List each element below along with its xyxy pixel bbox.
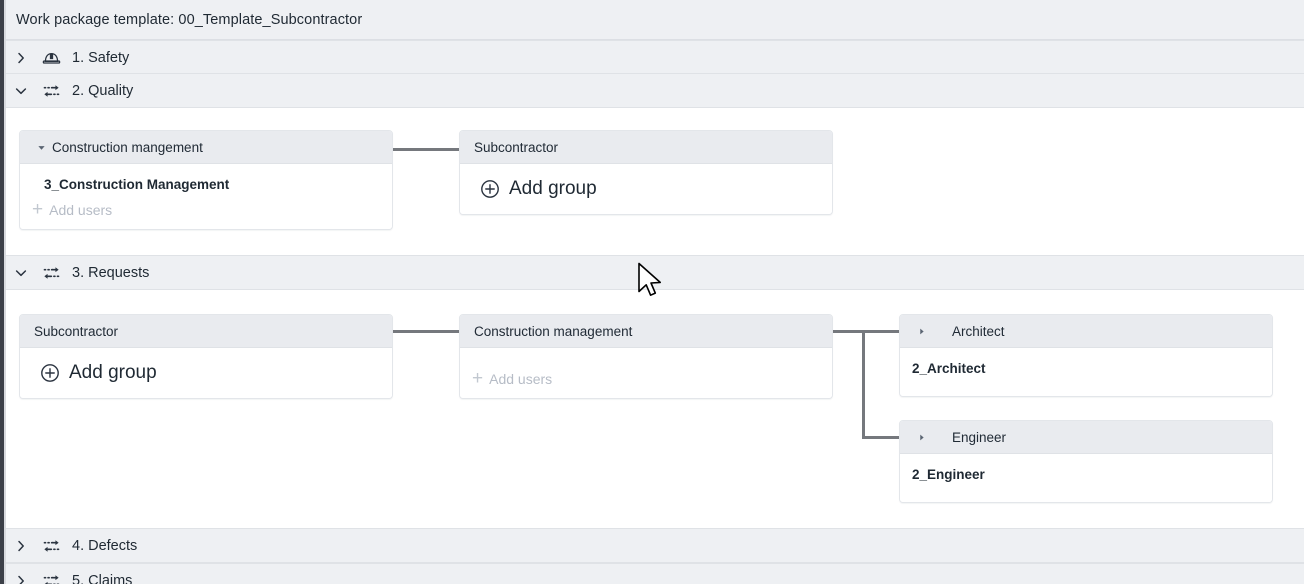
plus-icon: +	[472, 368, 484, 389]
card-title: Subcontractor	[34, 323, 119, 339]
card-body: 3_Construction Management + Add users	[20, 164, 392, 229]
section-header-safety[interactable]: 1. Safety	[6, 40, 1304, 75]
exchange-arrows-icon	[36, 255, 66, 290]
triangle-right-icon[interactable]	[910, 433, 932, 442]
card-title: Subcontractor	[474, 139, 559, 155]
section-header-defects[interactable]: 4. Defects	[6, 528, 1304, 563]
quality-flow-canvas: Construction mangement 3_Construction Ma…	[6, 108, 1304, 255]
add-group-label: Add group	[69, 362, 157, 383]
card-body: + Add users	[460, 348, 832, 398]
circle-plus-icon	[480, 179, 500, 199]
chevron-right-icon[interactable]	[6, 40, 36, 75]
card-construction-mangement-quality[interactable]: Construction mangement 3_Construction Ma…	[19, 130, 393, 230]
card-subcontractor-quality[interactable]: Subcontractor Add group	[459, 130, 833, 215]
card-title: Construction management	[474, 323, 633, 339]
card-title: Architect	[952, 323, 1005, 339]
card-body: 2_Engineer	[900, 454, 1272, 502]
card-header[interactable]: Subcontractor	[460, 131, 832, 164]
hard-hat-icon	[36, 40, 66, 75]
card-title: Construction mangement	[52, 139, 203, 155]
requests-flow-canvas: Subcontractor Add group Construction man…	[6, 290, 1304, 528]
left-edge-rail	[0, 0, 4, 584]
add-users-button[interactable]: + Add users	[20, 198, 392, 229]
exchange-arrows-icon	[36, 528, 66, 563]
plus-icon: +	[32, 199, 44, 220]
card-body: Add group	[460, 164, 832, 214]
member-name: 2_Engineer	[912, 467, 985, 482]
window-title-bar: Work package template: 00_Template_Subco…	[6, 0, 1304, 40]
card-body: Add group	[20, 348, 392, 398]
triangle-right-icon[interactable]	[910, 327, 932, 336]
connector-requests-sub-to-cm	[387, 330, 459, 333]
card-header[interactable]: Subcontractor	[20, 315, 392, 348]
chevron-right-icon[interactable]	[6, 528, 36, 563]
member-name: 2_Architect	[912, 361, 986, 376]
connector-requests-branch-to-engineer	[862, 436, 902, 439]
left-edge-divider	[4, 0, 6, 584]
card-construction-management-requests[interactable]: Construction management + Add users	[459, 314, 833, 399]
card-header[interactable]: Construction management	[460, 315, 832, 348]
member-name: 3_Construction Management	[44, 177, 230, 192]
connector-requests-vertical-branch	[862, 330, 865, 439]
section-header-claims[interactable]: 5. Claims	[6, 563, 1304, 584]
add-users-label: Add users	[49, 201, 113, 218]
section-label-requests: 3. Requests	[72, 264, 150, 281]
exchange-arrows-icon	[36, 563, 66, 584]
section-label-quality: 2. Quality	[72, 82, 134, 99]
triangle-down-icon[interactable]	[30, 143, 52, 152]
section-label-defects: 4. Defects	[72, 537, 138, 554]
chevron-down-icon[interactable]	[6, 73, 36, 108]
exchange-arrows-icon	[36, 73, 66, 108]
card-header[interactable]: Architect	[900, 315, 1272, 348]
card-body: 2_Architect	[900, 348, 1272, 396]
circle-plus-icon	[40, 363, 60, 383]
add-group-button[interactable]: Add group	[460, 164, 832, 214]
add-users-label: Add users	[489, 370, 553, 387]
card-engineer-requests[interactable]: Engineer 2_Engineer	[899, 420, 1273, 503]
section-label-claims: 5. Claims	[72, 572, 133, 584]
card-architect-requests[interactable]: Architect 2_Architect	[899, 314, 1273, 397]
chevron-right-icon[interactable]	[6, 563, 36, 584]
add-group-button[interactable]: Add group	[20, 348, 392, 398]
card-header[interactable]: Engineer	[900, 421, 1272, 454]
connector-quality-cm-to-sub	[387, 148, 459, 151]
card-header[interactable]: Construction mangement	[20, 131, 392, 164]
section-header-requests[interactable]: 3. Requests	[6, 255, 1304, 290]
chevron-down-icon[interactable]	[6, 255, 36, 290]
section-label-safety: 1. Safety	[72, 49, 130, 66]
section-header-quality[interactable]: 2. Quality	[6, 73, 1304, 108]
card-subcontractor-requests[interactable]: Subcontractor Add group	[19, 314, 393, 399]
page-title: Work package template: 00_Template_Subco…	[16, 11, 363, 28]
card-title: Engineer	[952, 429, 1007, 445]
add-users-button[interactable]: + Add users	[460, 367, 832, 398]
add-group-label: Add group	[509, 178, 597, 199]
